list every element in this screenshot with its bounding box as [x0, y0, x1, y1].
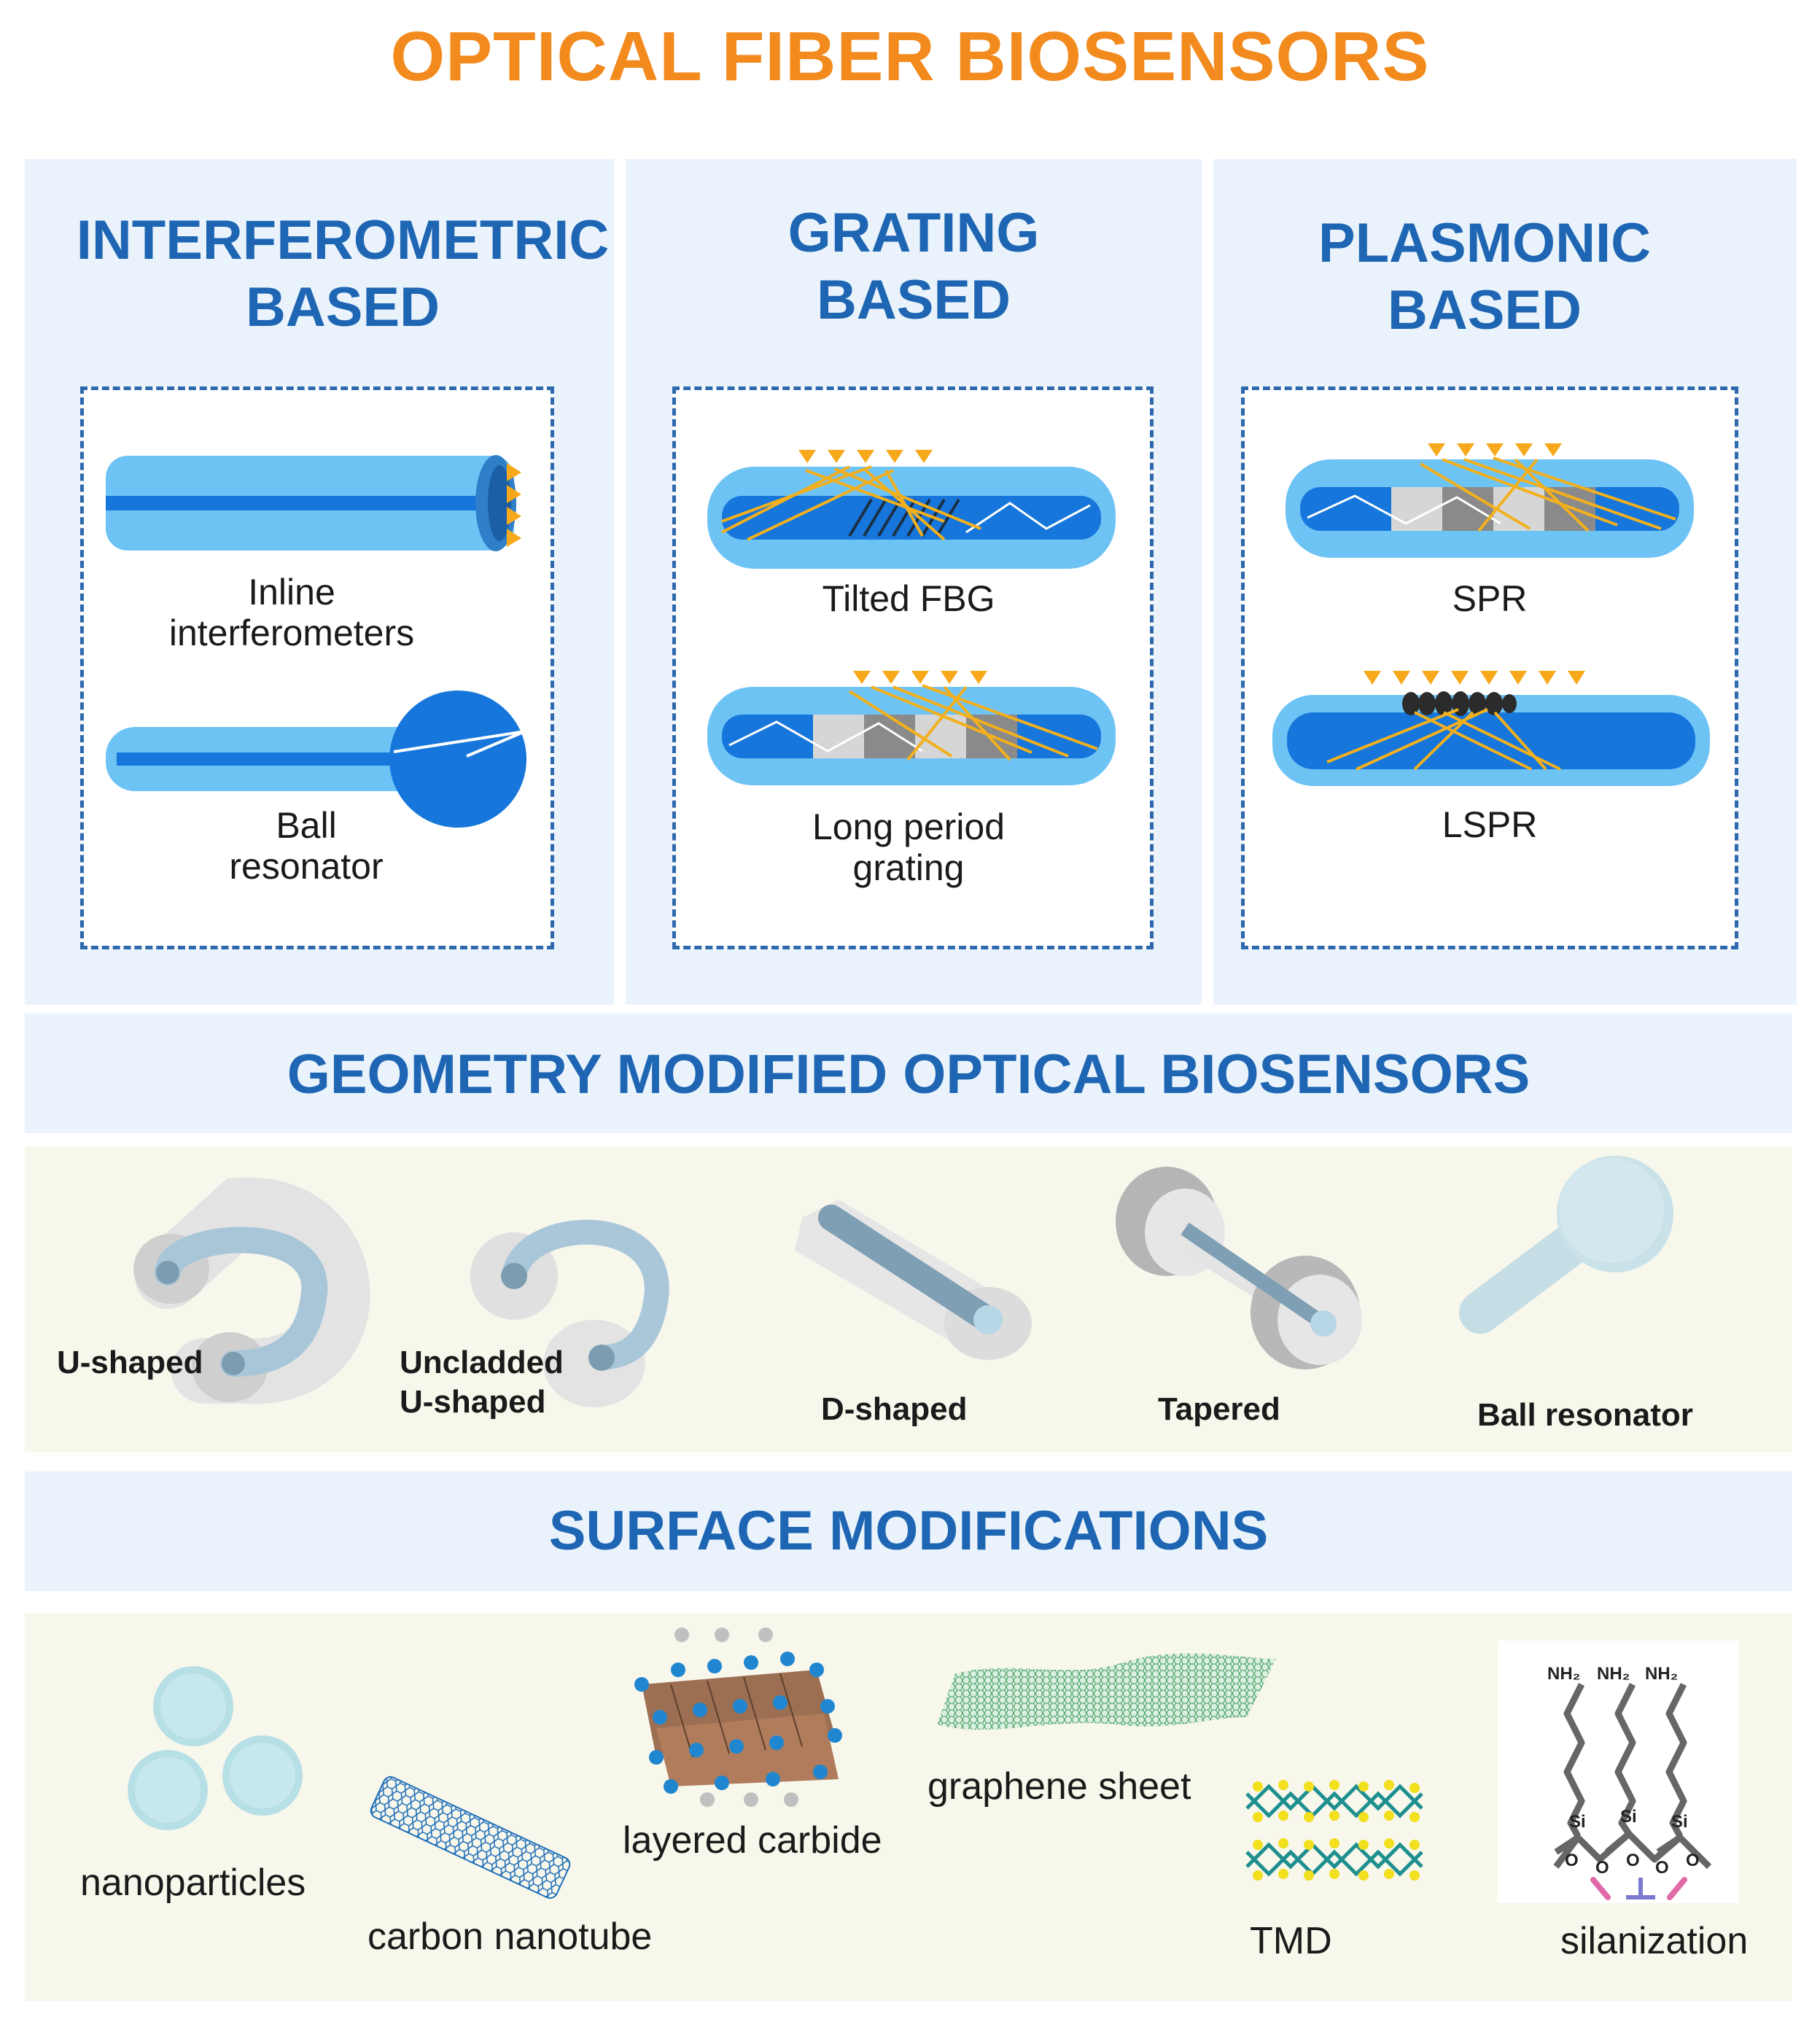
d-shaped-figure	[795, 1199, 1032, 1360]
geometry-heading-band	[25, 1014, 1792, 1133]
label-inline-interferometers: Inline interferometers	[168, 572, 415, 653]
label-d-shaped: D-shaped	[821, 1391, 968, 1427]
nanoparticles-figure	[128, 1666, 303, 1830]
layered-carbide-figure	[634, 1628, 842, 1807]
long-period-grating-figure	[707, 671, 1116, 785]
surface-heading: SURFACE MODIFICATIONS	[548, 1500, 1269, 1562]
label-uncladded-u-shaped: Uncladded U-shaped	[400, 1345, 564, 1420]
silane-substrate-bonds	[1590, 1877, 1687, 1900]
silane-o-4: O	[1655, 1858, 1669, 1878]
heading-plasmonic: PLASMONIC BASED	[1318, 212, 1651, 341]
u-shaped-figure	[133, 1177, 370, 1404]
label-silanization: silanization	[1560, 1920, 1749, 1962]
label-u-shaped: U-shaped	[57, 1345, 203, 1380]
silane-si-3: Si	[1671, 1812, 1688, 1832]
silane-si-1: Si	[1569, 1812, 1586, 1832]
ball-resonator-geometry-figure	[1459, 1156, 1673, 1334]
label-ball-resonator: Ball resonator	[229, 805, 384, 887]
tapered-figure	[1116, 1167, 1362, 1369]
silane-o-1: O	[1565, 1851, 1579, 1870]
surface-heading-band	[25, 1471, 1792, 1591]
geometry-heading: GEOMETRY MODIFIED OPTICAL BIOSENSORS	[287, 1043, 1531, 1105]
spr-figure	[1286, 443, 1694, 558]
silane-o-3: O	[1626, 1851, 1640, 1870]
uncladded-u-shaped-figure	[470, 1219, 669, 1407]
graphene-sheet-figure	[937, 1653, 1276, 1730]
silane-o-2: O	[1595, 1858, 1609, 1878]
tmd-figure	[1245, 1780, 1423, 1881]
silane-nh2-1: NH₂	[1547, 1664, 1581, 1684]
silanization-figure	[1553, 1682, 1712, 1870]
silane-o-5: O	[1686, 1851, 1700, 1870]
heading-grating: GRATING BASED	[788, 202, 1040, 331]
label-spr: SPR	[1452, 578, 1528, 619]
label-nanoparticles: nanoparticles	[80, 1862, 306, 1904]
carbon-nanotube-figure	[370, 1776, 571, 1899]
lspr-figure	[1272, 671, 1710, 786]
tilted-fbg-figure	[707, 450, 1116, 569]
label-tilted-fbg: Tilted FBG	[822, 578, 995, 619]
label-graphene-sheet: graphene sheet	[928, 1765, 1191, 1808]
main-title: OPTICAL FIBER BIOSENSORS	[390, 18, 1430, 96]
heading-interferometric: INTERFEROMETRIC BASED	[76, 209, 610, 338]
label-lspr: LSPR	[1442, 804, 1538, 845]
silane-si-2: Si	[1620, 1807, 1637, 1827]
silane-nh2-3: NH₂	[1645, 1664, 1679, 1684]
silane-nh2-2: NH₂	[1597, 1664, 1630, 1684]
label-tapered: Tapered	[1158, 1391, 1280, 1427]
inline-interferometer-figure	[106, 455, 521, 551]
ball-resonator-figure	[106, 691, 526, 828]
label-ball-resonator-geometry: Ball resonator	[1477, 1397, 1693, 1433]
label-layered-carbide: layered carbide	[623, 1819, 882, 1862]
label-long-period-grating: Long period grating	[812, 806, 1006, 888]
label-carbon-nanotube: carbon nanotube	[368, 1916, 653, 1958]
label-tmd: TMD	[1250, 1920, 1332, 1962]
